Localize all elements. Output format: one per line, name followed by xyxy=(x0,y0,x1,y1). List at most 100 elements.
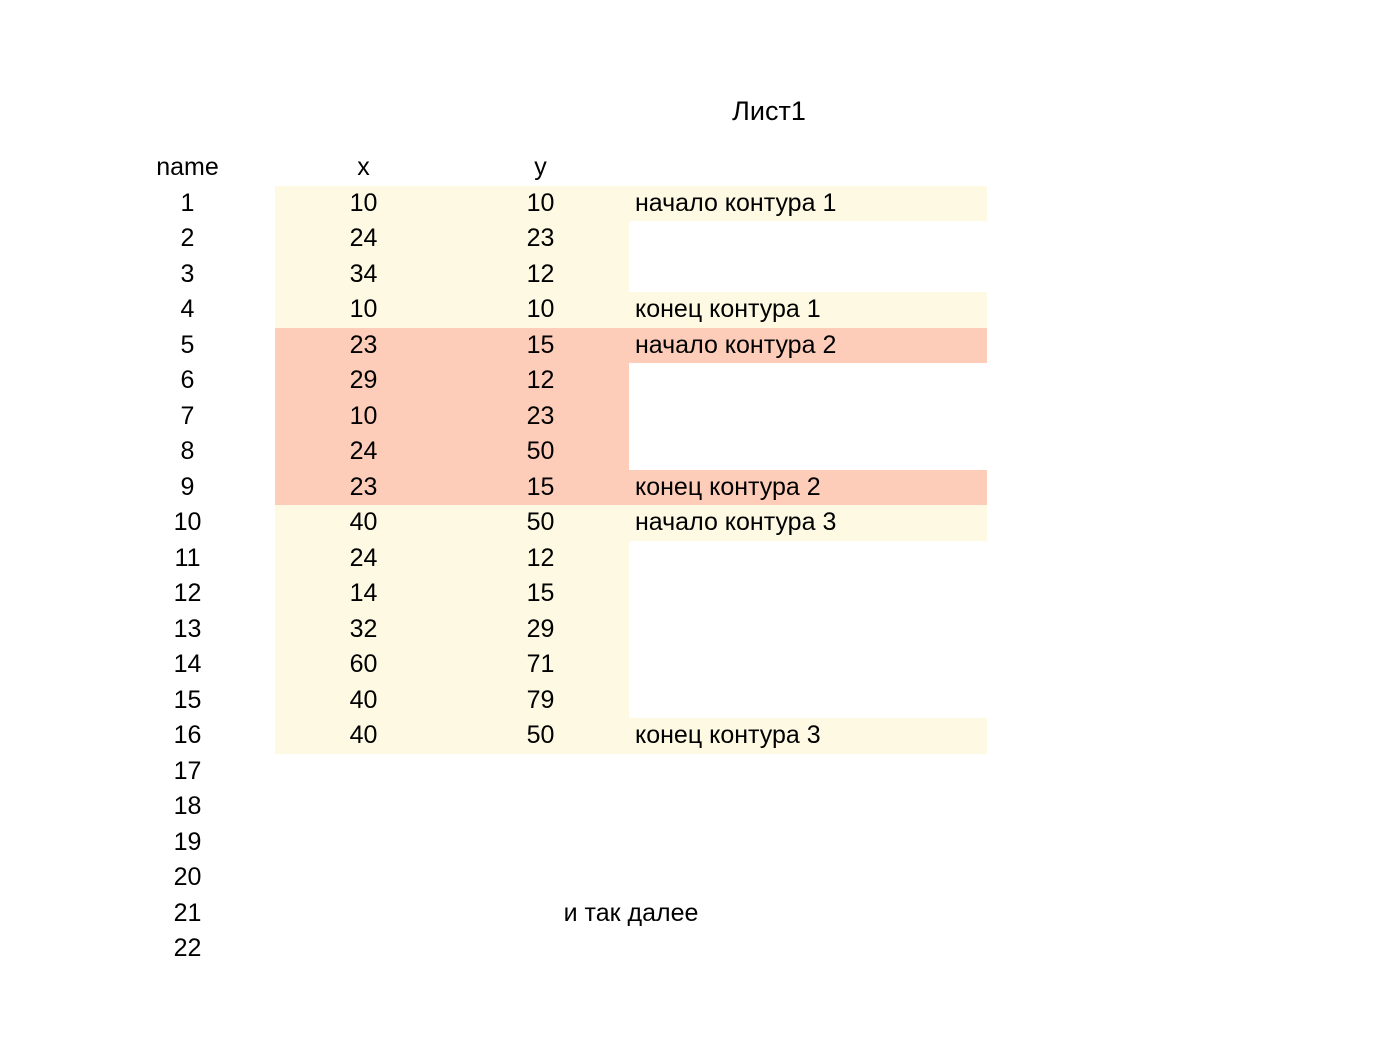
column-header-y: y xyxy=(534,153,547,181)
cell-name: 18 xyxy=(173,792,202,820)
cell-y: 10 xyxy=(452,185,629,221)
cell-note: начало контура 2 xyxy=(629,327,987,363)
table-row: 17 xyxy=(100,754,987,790)
table-body: 1 10 10 начало контура 1 2 24 23 3 34 12… xyxy=(100,185,987,967)
cell-x: 10 xyxy=(275,185,452,221)
cell-x: 29 xyxy=(275,363,452,399)
table-row: 18 xyxy=(100,789,987,825)
table-row: 14 60 71 xyxy=(100,647,987,683)
cell-name: 14 xyxy=(173,650,202,678)
table-header-row: name x y xyxy=(100,150,987,186)
cell-note xyxy=(629,860,987,896)
cell-y xyxy=(452,860,629,896)
cell-x xyxy=(275,789,452,825)
cell-name: 8 xyxy=(180,437,195,465)
cell-note xyxy=(629,647,987,683)
table-row: 1 10 10 начало контура 1 xyxy=(100,185,987,221)
cell-y xyxy=(452,825,629,861)
table-row: 21 xyxy=(100,896,987,932)
cell-y: 50 xyxy=(452,434,629,470)
table-row: 8 24 50 xyxy=(100,434,987,470)
cell-name: 6 xyxy=(180,366,195,394)
cell-y: 12 xyxy=(452,540,629,576)
cell-x: 24 xyxy=(275,221,452,257)
column-header-x: x xyxy=(357,153,370,181)
cell-y: 23 xyxy=(452,221,629,257)
table-row: 11 24 12 xyxy=(100,540,987,577)
cell-note: конец контура 3 xyxy=(629,718,987,754)
cell-x: 10 xyxy=(275,292,452,328)
table-row: 3 34 12 xyxy=(100,256,987,293)
table-row: 20 xyxy=(100,860,987,896)
cell-name: 2 xyxy=(180,224,195,252)
column-header-note xyxy=(629,150,987,186)
table-row: 12 14 15 xyxy=(100,576,987,612)
cell-name: 19 xyxy=(173,827,202,856)
cell-note xyxy=(629,612,987,648)
cell-note xyxy=(629,363,987,399)
cell-y xyxy=(452,789,629,825)
cell-name: 11 xyxy=(174,543,201,572)
cell-x: 23 xyxy=(275,469,452,505)
cell-y: 29 xyxy=(452,611,629,647)
cell-note xyxy=(629,434,987,470)
table-row: 7 10 23 xyxy=(100,398,987,434)
table-row: 4 10 10 конец контура 1 xyxy=(100,292,987,328)
cell-note xyxy=(629,576,987,612)
cell-name: 5 xyxy=(180,330,195,359)
cell-y: 15 xyxy=(452,327,629,363)
cell-note xyxy=(629,789,987,825)
cell-x: 23 xyxy=(275,327,452,363)
cell-note xyxy=(629,257,987,293)
cell-note xyxy=(629,541,987,577)
cell-name: 9 xyxy=(180,472,195,501)
cell-name: 12 xyxy=(173,579,202,607)
footnote: и так далее xyxy=(563,898,699,927)
cell-y: 12 xyxy=(452,256,629,292)
cell-name: 22 xyxy=(173,934,202,962)
sheet-title: Лист1 xyxy=(732,96,806,126)
column-header-name: name xyxy=(156,153,219,181)
cell-x xyxy=(275,931,452,967)
cell-note: конец контура 2 xyxy=(629,469,987,505)
cell-x: 40 xyxy=(275,505,452,541)
table-row: 9 23 15 конец контура 2 xyxy=(100,469,987,505)
cell-name: 17 xyxy=(173,756,202,785)
data-table: name x y 1 10 10 начало контура 1 2 24 2… xyxy=(100,150,987,967)
cell-x: 40 xyxy=(275,682,452,718)
table-row: 16 40 50 конец контура 3 xyxy=(100,718,987,754)
cell-name: 7 xyxy=(180,401,195,430)
cell-note xyxy=(629,931,987,967)
table-row: 5 23 15 начало контура 2 xyxy=(100,327,987,363)
cell-note: начало контура 3 xyxy=(629,505,987,541)
cell-y: 23 xyxy=(452,398,629,434)
table-row: 22 xyxy=(100,931,987,967)
cell-name: 4 xyxy=(180,295,195,323)
cell-name: 3 xyxy=(180,259,195,288)
cell-name: 20 xyxy=(173,863,202,891)
table-row: 13 32 29 xyxy=(100,611,987,648)
cell-y: 15 xyxy=(452,469,629,505)
cell-note xyxy=(629,825,987,861)
cell-note: начало контура 1 xyxy=(629,185,987,221)
cell-note xyxy=(629,221,987,257)
cell-note xyxy=(629,683,987,719)
cell-y: 10 xyxy=(452,292,629,328)
cell-y: 79 xyxy=(452,682,629,718)
cell-x xyxy=(275,754,452,790)
cell-y: 50 xyxy=(452,718,629,754)
cell-note: конец контура 1 xyxy=(629,292,987,328)
cell-y: 12 xyxy=(452,363,629,399)
table-row: 2 24 23 xyxy=(100,221,987,257)
cell-x: 10 xyxy=(275,398,452,434)
cell-name: 10 xyxy=(173,508,202,536)
cell-x xyxy=(275,896,452,932)
cell-name: 21 xyxy=(173,898,202,927)
cell-name: 15 xyxy=(173,685,202,714)
cell-note xyxy=(629,754,987,790)
table-row: 19 xyxy=(100,825,987,861)
table-row: 10 40 50 начало контура 3 xyxy=(100,505,987,541)
cell-x: 24 xyxy=(275,540,452,576)
cell-x: 40 xyxy=(275,718,452,754)
